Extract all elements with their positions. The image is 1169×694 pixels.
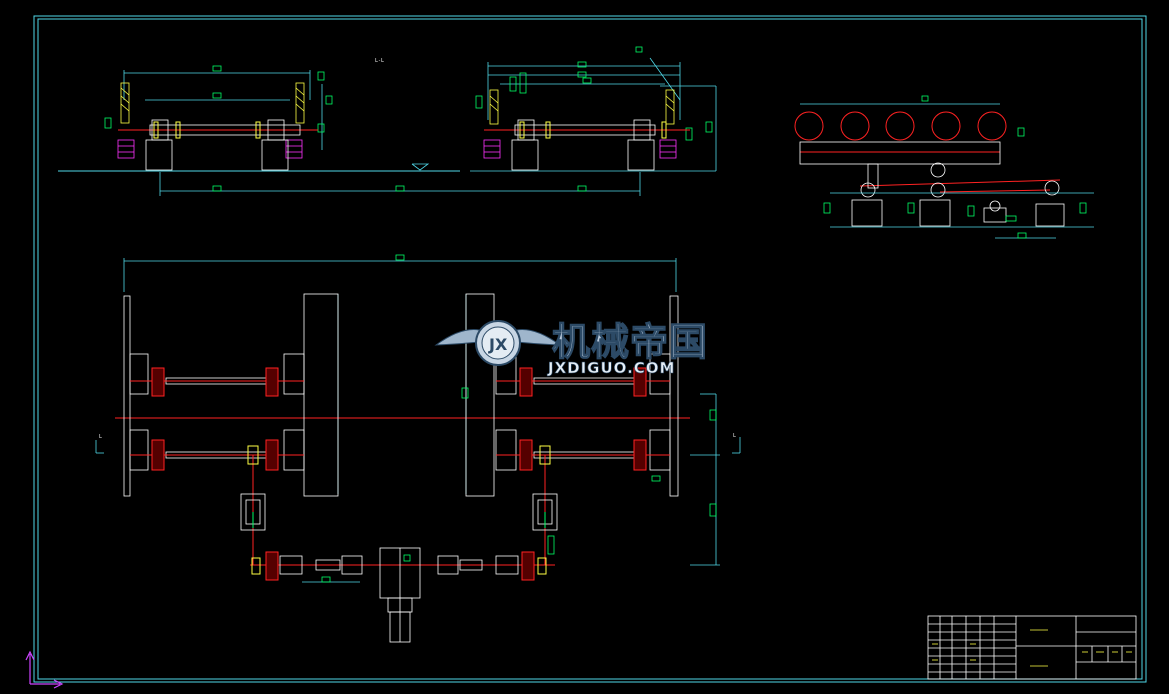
gear-wings-emblem: JX: [434, 320, 562, 366]
section-mark-label: L-L: [375, 58, 384, 64]
view-mark-right: L: [733, 433, 736, 439]
title-block-marks: [932, 629, 1132, 667]
view-mark-left: L: [99, 434, 102, 440]
title-block-grid: [927, 615, 1137, 680]
top-left-elevation: L-L: [58, 58, 641, 196]
top-right-side-view: [794, 95, 1094, 239]
watermark-name-cn: 机械帝国: [552, 320, 708, 364]
svg-text:JX: JX: [488, 335, 508, 354]
watermark: JX 机械帝国 JXDIGUO.COM: [434, 319, 708, 377]
ucs-axes-icon: [25, 650, 64, 689]
watermark-name-en: JXDIGUO.COM: [547, 359, 675, 377]
top-middle-elevation: [470, 46, 717, 192]
plan-view: L L: [95, 254, 741, 643]
drawing-frame: [33, 15, 1147, 683]
